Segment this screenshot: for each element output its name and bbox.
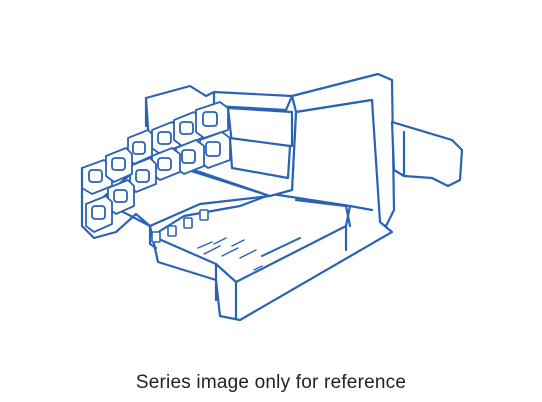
lower-front-face xyxy=(80,166,294,240)
lower-cavity-row xyxy=(81,147,135,233)
upper-cavity-row xyxy=(127,101,231,193)
molded-markings xyxy=(197,237,301,271)
latch-tab xyxy=(390,120,464,188)
connector-illustration xyxy=(80,72,464,322)
terminal-slots xyxy=(151,209,209,243)
caption-text: Series image only for reference xyxy=(135,372,407,393)
upper-shroud xyxy=(226,106,294,148)
